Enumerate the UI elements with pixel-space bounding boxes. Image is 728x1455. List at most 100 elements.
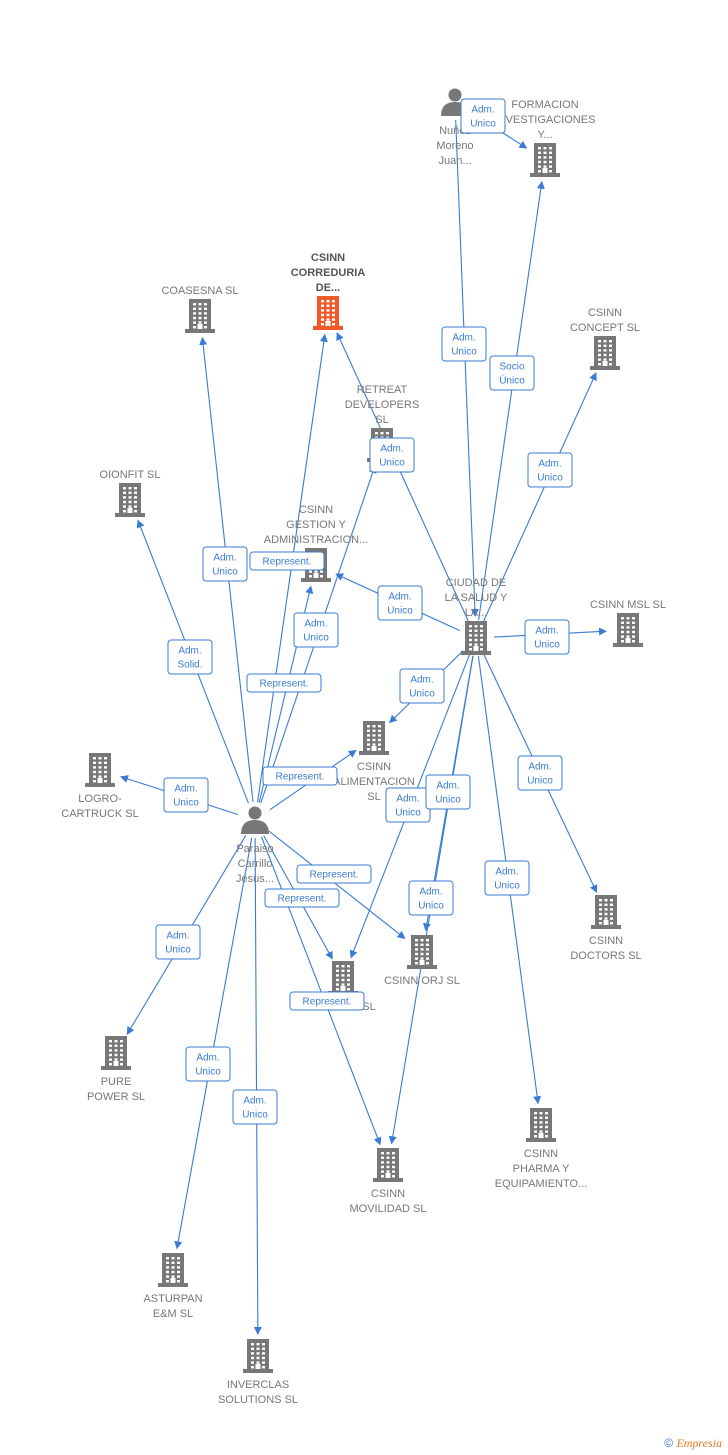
building-icon [407, 935, 437, 969]
node-csinn_orj[interactable]: CSINN ORJ SL [384, 935, 460, 987]
edge-label-box [232, 1089, 278, 1125]
node-paraiso[interactable]: ParaisoCarrilloJesus... [236, 806, 274, 886]
edge-label-ciudad-csinn_movilidad[interactable]: Adm.Unico [408, 880, 454, 916]
edge-label-paraiso-asturpan[interactable]: Adm.Unico [185, 1046, 231, 1082]
edge-label-paraiso-pure[interactable]: Adm.Unico [155, 924, 201, 960]
node-label: ALIMENTACION [333, 776, 415, 788]
brand-name[interactable]: Empresia [676, 1436, 722, 1450]
building-icon [613, 613, 643, 647]
edge-label-text: Represent. [263, 557, 312, 568]
node-label: OIONFIT SL [100, 469, 161, 481]
edge-ciudad-csinn_correduria [336, 332, 470, 622]
node-label: DEVELOPERS [345, 399, 420, 411]
edge-label-box [517, 755, 563, 791]
node-label: SL [367, 791, 380, 803]
edge-label-box [163, 777, 209, 813]
edge-label-text: Adm. [471, 105, 494, 116]
edge-label-paraiso-energia[interactable]: Represent. [264, 888, 340, 908]
node-label: CSINN [299, 504, 333, 516]
edge-label-ciudad-csinn_orj[interactable]: Adm.Unico [425, 774, 471, 810]
edge-label-ciudad-csinn_pharma[interactable]: Adm.Unico [484, 860, 530, 896]
edge-label-paraiso-coasesna[interactable]: Adm.Unico [202, 546, 248, 582]
node-label: DE... [316, 282, 340, 294]
building-icon [243, 1339, 273, 1373]
edge-label-text: Unico [173, 798, 199, 809]
node-csinn_msl[interactable]: CSINN MSL SL [590, 599, 666, 647]
edge-label-box [289, 991, 365, 1011]
node-coasesna[interactable]: COASESNA SL [161, 285, 239, 333]
edge-label-paraiso-csinn_orj[interactable]: Represent. [296, 864, 372, 884]
edge-ciudad-formacion [478, 180, 545, 621]
node-label: CSINN [524, 1148, 558, 1160]
node-label: PHARMA Y [513, 1163, 570, 1175]
edge-label-text: Adm. [535, 626, 558, 637]
edge-label-text: Adm. [243, 1096, 266, 1107]
edge-label-paraiso-oionfit[interactable]: Adm. Solid. [167, 639, 213, 675]
building-icon [185, 299, 215, 333]
edge-label-box [185, 1046, 231, 1082]
building-icon [530, 143, 560, 177]
edge-label-paraiso-inverclas[interactable]: Adm.Unico [232, 1089, 278, 1125]
edge-label-ciudad-csinn_correduria[interactable]: Adm.Unico [369, 437, 415, 473]
edge-label-ciudad-csinn_concept[interactable]: Adm.Unico [527, 452, 573, 488]
edge-label-nunez-ciudad[interactable]: Adm.Unico [441, 326, 487, 362]
building-icon [461, 621, 491, 655]
edge-label-box [296, 864, 372, 884]
edge-paraiso-csinn_movilidad [260, 836, 382, 1146]
edge-label-text: Socio [499, 362, 524, 373]
building-icon [590, 336, 620, 370]
edge-label-paraiso-csinn_gestion[interactable]: Adm.Unico [293, 612, 339, 648]
edge-label-box [262, 766, 338, 786]
edge-label-paraiso-csinn_correduria[interactable]: Represent. [249, 551, 325, 571]
edge-label-ciudad-csinn_gestion[interactable]: Adm.Unico [377, 585, 423, 621]
node-formacion[interactable]: FORMACIONINVESTIGACIONESY... [495, 99, 596, 177]
edge-label-text: Adm. [452, 333, 475, 344]
edge-label-text: Adm. [495, 867, 518, 878]
edge-label-paraiso-logro[interactable]: Adm.Unico [163, 777, 209, 813]
node-label: CORREDURIA [291, 267, 366, 279]
node-csinn_correduria[interactable]: CSINN CORREDURIA DE... [291, 252, 366, 330]
edge-label-ciudad-csinn_msl[interactable]: Adm. Unico [524, 619, 570, 655]
edge-label-text: Adm. [528, 762, 551, 773]
edge-label-text: Unico [395, 808, 421, 819]
edge-label-box [202, 546, 248, 582]
edge-label-text: Adm. [178, 646, 201, 657]
edge-label-paraiso-csinn_movilidad[interactable]: Represent. [289, 991, 365, 1011]
node-logro[interactable]: LOGRO-CARTRUCK SL [61, 753, 139, 820]
node-label: INVESTIGACIONES [495, 114, 596, 126]
edge-label-box [460, 98, 506, 134]
building-icon [85, 753, 115, 787]
edge-label-ciudad-csinn_doctors[interactable]: Adm.Unico [517, 755, 563, 791]
edge-label-paraiso-retreat[interactable]: Represent. [262, 766, 338, 786]
edge-label-paraiso-csinn_alimentacion[interactable]: Represent. [246, 673, 322, 693]
edge-label-ciudad-csinn_alimentacion[interactable]: Adm.Unico [399, 668, 445, 704]
node-label: FORMACION [511, 99, 578, 111]
edge-label-text: Adm. [419, 887, 442, 898]
building-icon [313, 296, 343, 330]
node-label: CSINN [311, 252, 345, 264]
node-label: CONCEPT SL [570, 322, 640, 334]
edge-label-text: Unico [534, 640, 560, 651]
edge-ciudad-csinn_concept [482, 372, 597, 622]
node-label: INVERCLAS [227, 1379, 289, 1391]
node-label: E&M SL [153, 1308, 193, 1320]
edge-label-ciudad-energia[interactable]: Adm.Unico [385, 787, 431, 823]
node-oionfit[interactable]: OIONFIT SL [100, 469, 161, 517]
edge-label-text: Solid. [177, 660, 202, 671]
edge-label-text: Unico [537, 473, 563, 484]
node-label: CSINN [589, 935, 623, 947]
edge-label-nunez-formacion[interactable]: Adm.Unico [460, 98, 506, 134]
edge-label-text: Represent. [260, 679, 309, 690]
edge-label-box [155, 924, 201, 960]
building-icon [359, 721, 389, 755]
